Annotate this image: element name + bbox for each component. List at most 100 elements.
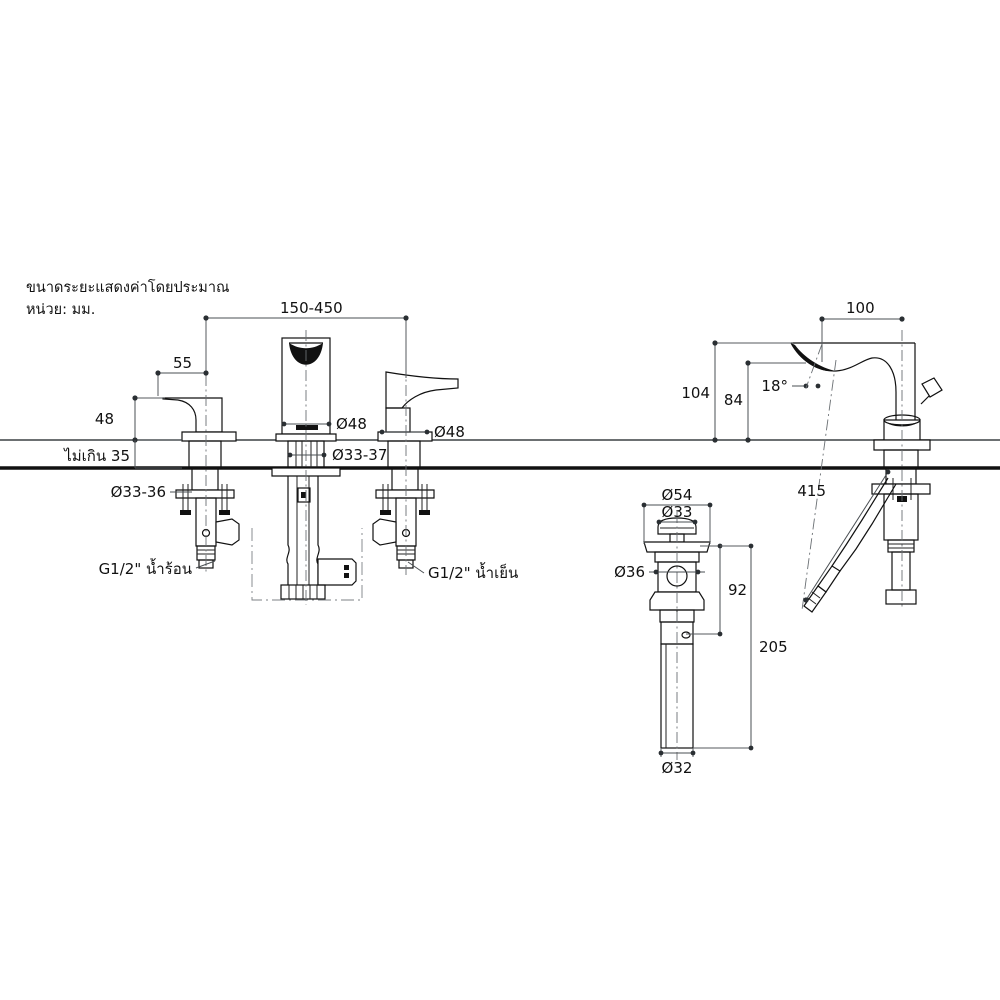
right-lever-arm <box>920 395 930 405</box>
dim-18-label: 18° <box>761 377 788 395</box>
cold-handle-escutcheon <box>377 431 433 442</box>
label-hot-text: G1/2" น้ำร้อน <box>99 558 192 578</box>
label-handle-dia-text: Ø48 <box>434 423 465 441</box>
dim-right-height-104: 104 <box>681 340 793 443</box>
dim-55-dot-left <box>155 370 161 376</box>
dim-84-dot-top <box>745 360 751 366</box>
left-mounting-bracket <box>175 489 235 499</box>
dim-handle-height-48: 48 <box>95 395 182 443</box>
dim-48-dot-top <box>132 395 138 401</box>
dim-18-dot-2 <box>815 383 821 389</box>
label-hot-supply: G1/2" น้ำร้อน <box>99 558 216 578</box>
dim-104-dot-bottom <box>712 437 718 443</box>
hose-rib-2 <box>807 597 817 605</box>
left-bolt-nut-1 <box>180 510 191 515</box>
dim-spread-label: 150-450 <box>280 299 343 317</box>
dim-205-dot-top <box>748 543 754 549</box>
dim-drain-total-205: 205 <box>693 543 788 751</box>
dim-o32-dot-l <box>658 750 664 756</box>
right-assembly-group: 100 104 84 <box>681 299 943 613</box>
right-valve-thread <box>887 539 915 553</box>
label-handle-dia-dot-l <box>379 429 385 435</box>
dim-deck-thickness: ไม่เกิน 35 <box>63 440 182 469</box>
label-handle-dia-dot-r <box>424 429 430 435</box>
dim-415-label: 415 <box>797 482 826 500</box>
spout-detail-phantom-box <box>251 528 363 601</box>
label-hole-center-dot-r <box>321 452 327 458</box>
dim-drain-flange-dia: Ø54 <box>641 486 713 544</box>
right-hose-inner <box>839 483 897 572</box>
dim-55-label: 55 <box>173 354 192 372</box>
right-handle-rim-shade <box>886 422 918 427</box>
counter-deck <box>0 439 1000 470</box>
drain-body-port <box>666 565 688 587</box>
dim-92-dot-bottom <box>717 631 723 637</box>
drain-assembly-group: Ø54 Ø33 Ø36 <box>614 486 788 777</box>
dim-o54-label: Ø54 <box>662 486 693 504</box>
left-handle-under-deck-stem <box>191 467 219 491</box>
connector-dot-1 <box>344 565 349 570</box>
cold-handle-lever <box>385 371 459 409</box>
drain-overflow-hole <box>681 631 691 639</box>
left-handle-escutcheon <box>181 431 237 442</box>
dim-right-angle-18: 18° <box>761 343 823 395</box>
right-supply-nut <box>885 589 917 605</box>
cold-handle-shank <box>387 440 421 469</box>
left-handle-unit <box>162 375 240 575</box>
dim-55-dot-right <box>203 370 209 376</box>
label-spout-dia: Ø48 <box>281 415 367 433</box>
left-bolt-nut-2 <box>219 510 230 515</box>
dim-deck-label: ไม่เกิน 35 <box>63 447 130 465</box>
cold-bolt-nut-1 <box>380 510 391 515</box>
right-hose-centerline <box>801 359 837 611</box>
connector-dot-2 <box>344 573 349 578</box>
dim-92-label: 92 <box>728 581 747 599</box>
dim-415-line <box>805 471 889 601</box>
dim-spread-150-450: 150-450 <box>203 299 409 378</box>
cold-bolt-nut-2 <box>419 510 430 515</box>
right-aerator <box>791 343 836 372</box>
dim-drain-cap-dia: Ø33 <box>656 503 698 525</box>
dim-84-dot-bottom <box>745 437 751 443</box>
units-note-line-2: หน่วย: มม. <box>26 302 95 318</box>
dim-100-label: 100 <box>846 299 875 317</box>
dim-o32-dot-r <box>690 750 696 756</box>
dim-18-ray <box>805 343 823 389</box>
dim-drain-body-dia: Ø36 <box>614 563 705 581</box>
cold-mounting-bracket <box>375 489 435 499</box>
label-hole-center: Ø33-37 <box>287 446 387 464</box>
label-spout-dia-dot-r <box>326 421 332 427</box>
dim-handle-offset-55: 55 <box>155 354 209 396</box>
label-spout-dia-dot-l <box>281 421 287 427</box>
label-hole-center-text: Ø33-37 <box>332 446 387 464</box>
units-note-line-1: ขนาดระยะแสดงค่าโดยประมาณ <box>26 278 229 296</box>
label-cold-leader <box>407 561 425 574</box>
dim-415-dot-top <box>885 469 891 475</box>
dim-drain-tail-dia: Ø32 <box>658 748 696 777</box>
spout-hose-left <box>286 476 290 585</box>
dim-415-dot-bottom <box>803 597 809 603</box>
cold-inlet-boss <box>372 518 397 546</box>
label-hot-leader <box>195 560 216 569</box>
dim-104-label: 104 <box>681 384 710 402</box>
dim-o36-dot-r <box>695 569 701 575</box>
right-hose-connector <box>803 585 827 613</box>
dim-o33-dot-l <box>656 519 662 525</box>
dim-spread-dot-right <box>403 315 409 321</box>
dim-205-label: 205 <box>759 638 788 656</box>
dim-o54-dot-r <box>707 502 713 508</box>
left-handle-shank <box>188 440 222 469</box>
dim-100-dot-r <box>899 316 905 322</box>
hose-rib-1 <box>811 591 821 599</box>
dim-o33-label: Ø33 <box>662 503 693 521</box>
label-hole-center-dot-l <box>287 452 293 458</box>
label-hole-left: Ø33-36 <box>111 483 192 501</box>
dim-o36-dot-l <box>653 569 659 575</box>
dim-right-aerator-84: 84 <box>724 360 806 443</box>
right-lever-paddle <box>921 377 943 398</box>
dim-100-dot-l <box>819 316 825 322</box>
label-hole-left-text: Ø33-36 <box>111 483 166 501</box>
right-handle-unit <box>372 365 459 575</box>
